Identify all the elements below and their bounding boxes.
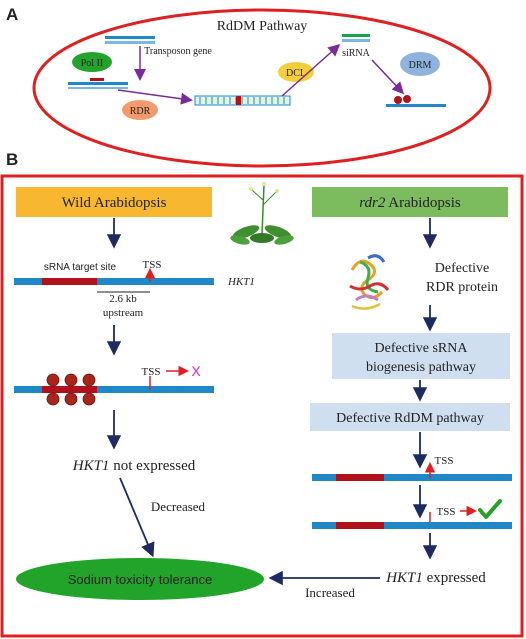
not-expressed-label: HKT1 not expressed [72, 458, 196, 474]
gene-line-1 [14, 278, 214, 285]
tss-label-3: TSS [435, 455, 454, 467]
drm-oval [400, 52, 440, 76]
transcript-bar-2 [68, 87, 128, 89]
tss-label-2: TSS [142, 366, 161, 378]
dsrna-red [236, 96, 241, 105]
transposon-label: Transposon gene [144, 46, 212, 57]
tss-label-4: TSS [437, 506, 456, 518]
dcl-arrow [281, 44, 341, 97]
rdr2-label: rdr2 Arabidopsis [359, 195, 461, 211]
gene-line-4 [312, 522, 512, 529]
transcript-bar [68, 82, 128, 85]
increased-label: Increased [305, 585, 355, 600]
rdr-label: RDR [130, 106, 151, 117]
gene-line-2 [14, 386, 214, 393]
target-site-3 [336, 474, 384, 481]
rdr-oval [122, 100, 158, 120]
sirna-arrow [371, 59, 405, 95]
tss-label-1: TSS [143, 259, 162, 271]
wild-label: Wild Arabidopsis [62, 195, 167, 211]
drm-complex-icon [46, 373, 96, 406]
protein-structure-icon [349, 254, 390, 310]
rdr2-box [312, 187, 508, 217]
upstream-label: upstream [103, 307, 144, 319]
transposon-bar-top [105, 36, 155, 39]
methylated-dna [386, 104, 446, 107]
panel-a-label: A [6, 5, 18, 24]
hkt1-label-1: HKT1 [227, 276, 255, 288]
sodium-label: Sodium toxicity tolerance [68, 572, 213, 587]
rddm-label: Defective RdDM pathway [336, 411, 484, 426]
wild-box [16, 187, 212, 217]
rddm-title: RdDM Pathway [217, 19, 308, 34]
gene-line-3 [312, 474, 512, 481]
rdr-arrow [117, 89, 193, 105]
srna-box [332, 333, 510, 379]
pol2-oval [72, 52, 112, 72]
drm-label: DRM [409, 60, 432, 71]
expressed-label: HKT1 expressed [385, 570, 486, 586]
panel-b-label: B [6, 150, 18, 169]
defective-rdr-line2: RDR protein [426, 280, 498, 295]
cross-icon: X [191, 363, 201, 379]
checkmark-icon [478, 499, 502, 519]
distance-label: 2.6 kb [109, 293, 137, 305]
target-site-1 [42, 278, 97, 285]
target-site-4 [336, 522, 384, 529]
arabidopsis-plant-icon [230, 182, 294, 245]
sirna-label: siRNA [342, 48, 371, 59]
dcl-oval [278, 62, 314, 82]
drm-methyl-2 [403, 95, 411, 103]
srna-line1: Defective sRNA [375, 341, 469, 356]
rddm-box [310, 403, 510, 431]
panel-b-frame [0, 174, 524, 638]
target-site-2 [42, 386, 97, 393]
dcl-label: DCL [286, 68, 306, 79]
transcript-red [90, 78, 104, 81]
sirna-bar [342, 34, 370, 37]
pol2-label: Pol II [81, 58, 104, 69]
target-site-label: sRNA target site [44, 262, 117, 273]
arrow-decreased [119, 477, 155, 558]
drm-methyl-1 [394, 96, 402, 104]
rddm-ellipse [32, 8, 492, 168]
srna-line2: biogenesis pathway [366, 360, 476, 375]
sirna-bar-2 [342, 39, 370, 42]
decreased-label: Decreased [151, 499, 206, 514]
sodium-oval [16, 558, 264, 600]
transposon-bar-bottom [105, 41, 155, 44]
defective-rdr-line1: Defective [435, 261, 489, 276]
